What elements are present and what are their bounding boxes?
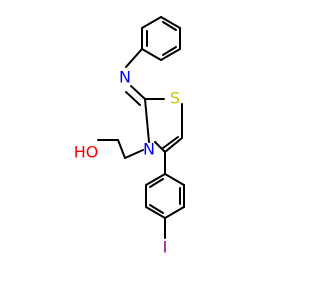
molecule-drawing: N S N HO I: [74, 16, 185, 257]
bond: [117, 139, 126, 159]
bond: [141, 48, 162, 61]
bond: [145, 206, 166, 219]
bond: [130, 85, 146, 100]
bond: [162, 21, 177, 31]
phenyl-ring: [141, 16, 181, 61]
bond: [149, 204, 164, 214]
bond: [145, 173, 166, 186]
bond: [160, 48, 181, 61]
atom-label-s-ring: S: [170, 89, 180, 108]
bond: [149, 178, 164, 188]
bond: [124, 149, 144, 159]
bond: [125, 48, 143, 68]
atom-label-n-imine: N: [119, 68, 131, 87]
bond: [144, 98, 150, 143]
atom-label-n-ring: N: [143, 140, 155, 159]
bond: [164, 173, 185, 186]
bond: [141, 16, 162, 29]
bond: [162, 136, 179, 149]
atom-label-hydroxyl: HO: [74, 143, 99, 162]
iodophenyl-ring: [145, 173, 185, 219]
bond: [164, 206, 185, 219]
bond: [154, 141, 166, 153]
bond: [164, 137, 183, 153]
structure-canvas: N S N HO I: [73, 16, 185, 257]
bond: [162, 46, 177, 56]
bond: [125, 91, 141, 106]
bond: [160, 16, 181, 29]
atom-label-iodine: I: [163, 238, 168, 257]
thiazole-ring: [144, 98, 183, 153]
